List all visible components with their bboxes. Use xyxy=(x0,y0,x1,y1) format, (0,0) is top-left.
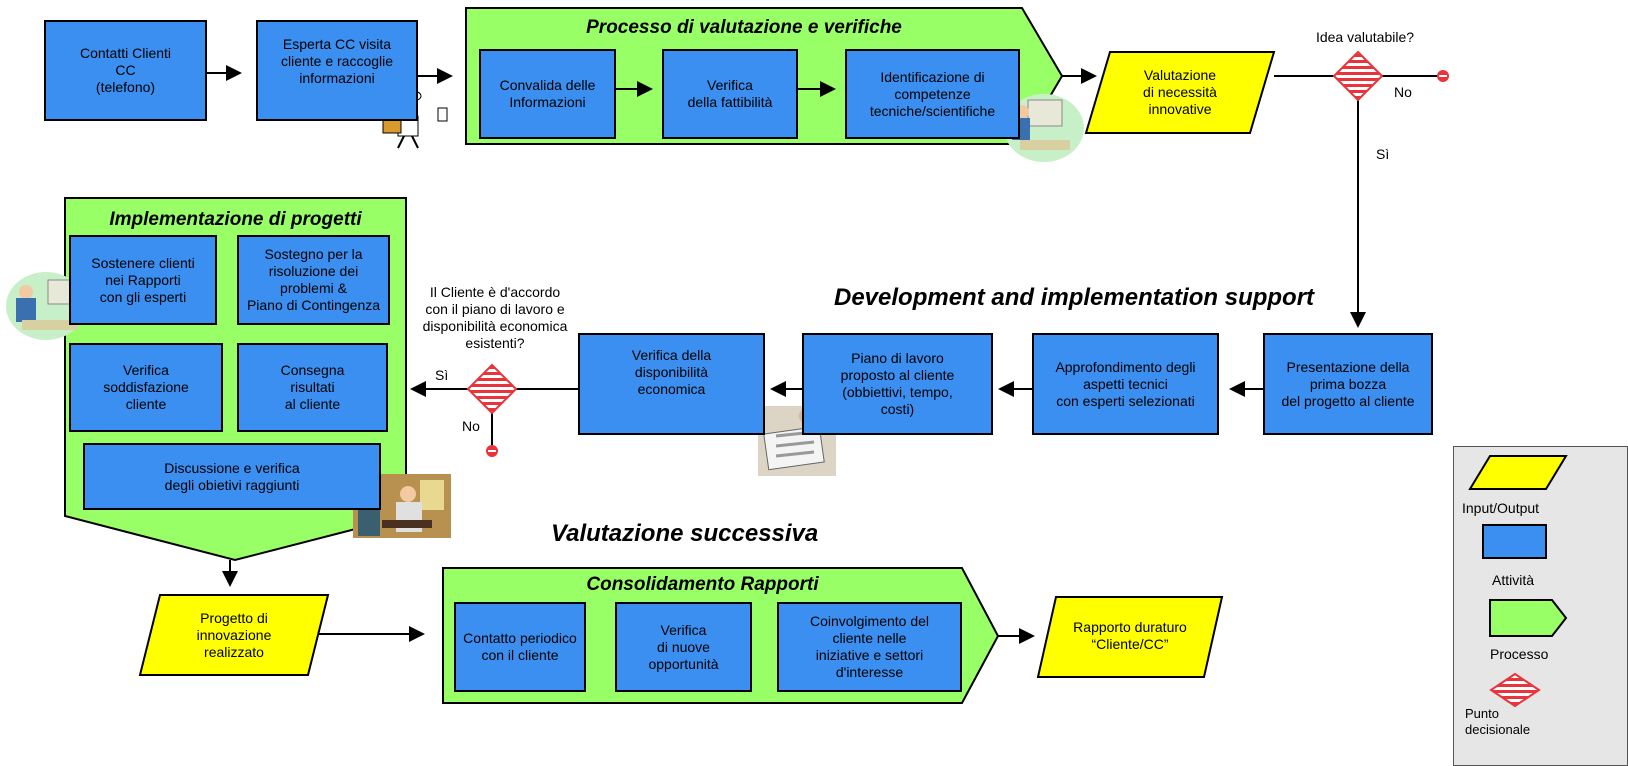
legend-process-icon xyxy=(1489,599,1568,637)
legend-decision-label: Punto decisionale xyxy=(1465,706,1531,737)
io-progetto-label: Progetto di innovazione realizzato xyxy=(196,609,272,660)
legend-io-icon xyxy=(1468,455,1568,490)
legend-decision-icon xyxy=(1489,672,1541,708)
box-piano-lavoro: Piano di lavoro proposto al cliente (obb… xyxy=(802,333,993,435)
process-title-valutazione: Processo di valutazione e verifiche xyxy=(586,17,902,38)
process-title-consolidamento: Consolidamento Rapporti xyxy=(586,574,819,595)
decision-diamond-1 xyxy=(1332,50,1384,102)
decision-2-question: Il Cliente è d'accordo con il piano di l… xyxy=(422,284,568,351)
box-convalida: Convalida delle Informazioni xyxy=(479,49,616,139)
box-contatti-clienti: Contatti Clienti CC (telefono) xyxy=(44,20,207,121)
decision-1-yes: Sì xyxy=(1376,146,1390,162)
box-approfondimento: Approfondimento degli aspetti tecnici co… xyxy=(1032,333,1219,435)
box-coinvolgimento: Coinvolgimento del cliente nelle iniziat… xyxy=(777,602,962,692)
decision-2-yes: Sì xyxy=(435,367,449,383)
box-presentazione: Presentazione della prima bozza del prog… xyxy=(1263,333,1433,435)
decision-1-no: No xyxy=(1394,84,1412,100)
box-verifica-soddisfazione: Verifica soddisfazione cliente xyxy=(69,343,223,432)
box-verifica-nuove: Verifica di nuove opportunità xyxy=(615,602,752,692)
box-verifica-disponibilita: Verifica della disponibilità economica xyxy=(578,333,765,435)
clipart-computer-user-icon-2 xyxy=(6,272,86,340)
box-identificazione: Identificazione di competenze tecniche/s… xyxy=(845,49,1020,139)
legend-activity-label: Attività xyxy=(1492,572,1535,588)
box-sostenere-clienti: Sostenere clienti nei Rapporti con gli e… xyxy=(69,235,217,325)
section-title-development: Development and implementation support xyxy=(834,284,1315,311)
io-shape-rapporto xyxy=(1036,596,1224,678)
io-shape-valutazione xyxy=(1084,51,1276,134)
legend-io-label: Input/Output xyxy=(1462,500,1540,516)
decision-diamond-2 xyxy=(466,363,518,415)
box-consegna: Consegna risultati al cliente xyxy=(237,343,388,432)
clipart-computer-user-icon xyxy=(1004,94,1084,162)
legend-activity-icon xyxy=(1482,524,1547,559)
process-title-implementazione: Implementazione di progetti xyxy=(109,209,362,230)
clipart-calculator-icon xyxy=(758,406,836,476)
section-title-valutazione-successiva: Valutazione successiva xyxy=(551,520,819,547)
box-sostegno: Sostegno per la risoluzione dei problemi… xyxy=(237,235,390,325)
box-contatto-periodico: Contatto periodico con il cliente xyxy=(454,602,586,692)
io-valutazione-label: Valutazione di necessità innovative xyxy=(1143,67,1217,117)
legend-process-label: Processo xyxy=(1490,646,1549,662)
box-discussione: Discussione e verifica degli obietivi ra… xyxy=(83,443,381,510)
io-shape-progetto xyxy=(138,594,330,676)
decision-1-question: Idea valutabile? xyxy=(1315,29,1415,45)
decision-2-no: No xyxy=(462,418,480,434)
io-rapporto-label: Rapporto duraturo “Cliente/CC” xyxy=(1073,619,1187,652)
box-verifica-fattibilita: Verifica della fattibilità xyxy=(662,49,798,139)
box-esperta-cc: Esperta CC visita cliente e raccoglie in… xyxy=(256,20,418,121)
